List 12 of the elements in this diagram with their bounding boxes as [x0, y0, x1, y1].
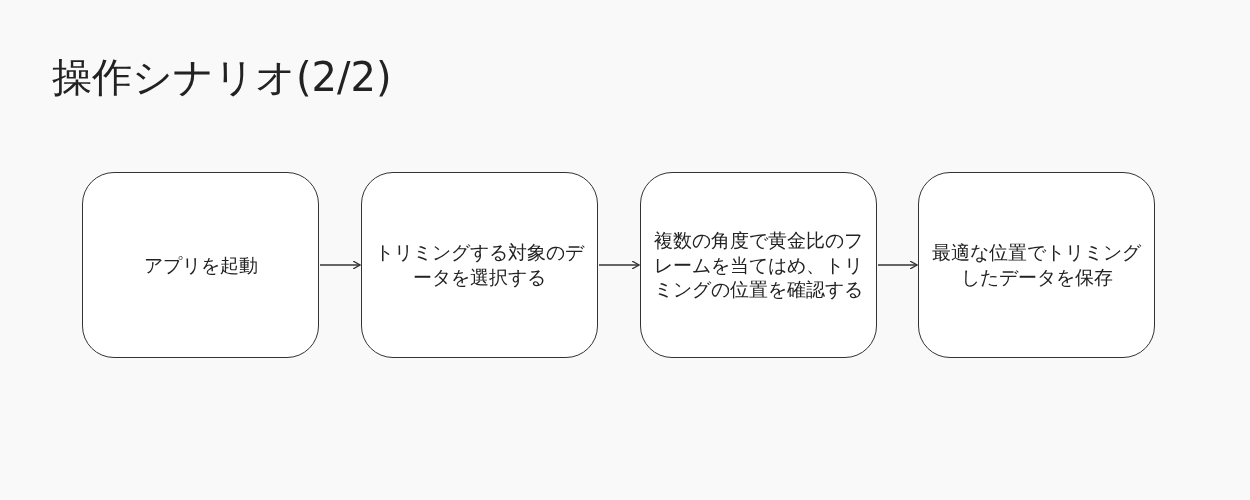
- arrow: [319, 260, 361, 270]
- arrow: [877, 260, 918, 270]
- process-box: [82, 172, 319, 358]
- box-label: トリミングする対象のデータを選択する: [374, 240, 586, 290]
- process-box: [361, 172, 598, 358]
- arrow: [598, 260, 640, 270]
- box-label: 最適な位置でトリミングしたデータを保存: [931, 240, 1142, 290]
- process-box: [640, 172, 877, 358]
- title: 操作シナリオ(2/2): [52, 53, 392, 102]
- process-box: [918, 172, 1155, 358]
- box-label: 複数の角度で黄金比のフレームを当てはめ、トリミングの位置を確認する: [653, 227, 864, 303]
- box-label: アプリを起動: [143, 252, 258, 278]
